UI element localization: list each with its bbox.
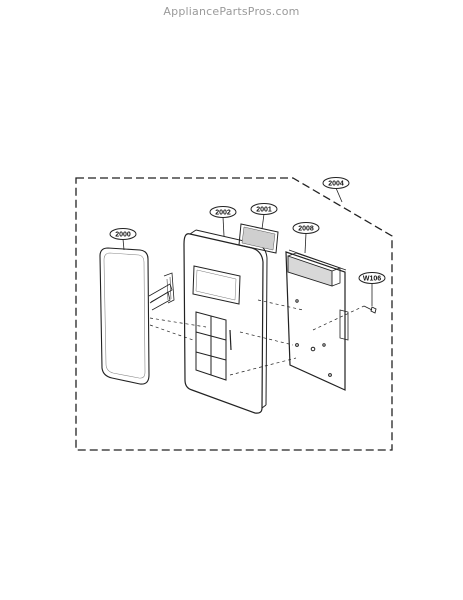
part-2008-pcb: [285, 249, 349, 391]
part-W106-screw: [363, 305, 377, 314]
callout-2000: 2000: [109, 228, 137, 240]
svg-text:2000: 2000: [115, 232, 131, 239]
svg-text:2001: 2001: [256, 207, 272, 214]
svg-text:2002: 2002: [215, 210, 231, 217]
site-watermark: AppliancePartsPros.com: [163, 5, 300, 18]
svg-text:2008: 2008: [298, 226, 314, 233]
part-2001-pad: [238, 223, 279, 254]
callout-2008: 2008: [292, 222, 320, 234]
part-2002-housing: [183, 229, 268, 414]
svg-text:2004: 2004: [328, 181, 344, 188]
assembly-boundary: [75, 177, 393, 451]
ribbon-cable: [148, 272, 175, 311]
part-2000-panel: [99, 247, 150, 385]
callout-2004: 2004: [322, 177, 350, 189]
callout-2002: 2002: [209, 206, 237, 218]
alignment-lines: [149, 299, 365, 376]
callout-leaders: [122, 187, 373, 306]
callout-W106: W106: [358, 272, 386, 284]
callout-2001: 2001: [250, 203, 278, 215]
svg-text:W106: W106: [363, 276, 381, 283]
